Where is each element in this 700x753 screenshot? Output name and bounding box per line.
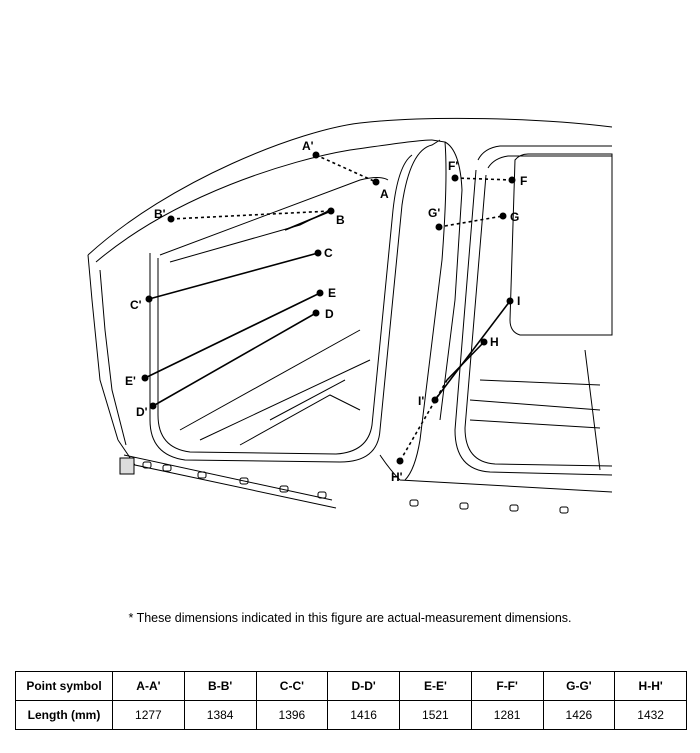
label-b-prime: B' — [154, 207, 166, 221]
column-header: C-C' — [255, 671, 329, 701]
label-i: I — [517, 294, 520, 308]
point-h-prime — [396, 457, 404, 465]
label-h: H — [490, 335, 499, 349]
measurement-lines — [144, 154, 513, 462]
label-c: C — [324, 246, 333, 260]
point-f-prime — [451, 174, 459, 182]
label-b: B — [336, 213, 345, 227]
column-header: G-G' — [542, 671, 616, 701]
point-i-prime — [431, 396, 439, 404]
table-cell: 1384 — [183, 700, 257, 730]
point-e — [316, 289, 324, 297]
label-e: E — [328, 286, 336, 300]
column-header: A-A' — [112, 671, 185, 701]
column-header: H-H' — [614, 671, 687, 701]
column-header: E-E' — [399, 671, 472, 701]
label-i-prime: I' — [418, 394, 424, 408]
point-a-prime — [312, 151, 320, 159]
column-header: F-F' — [470, 671, 544, 701]
point-i — [506, 297, 514, 305]
table-cell: 1426 — [542, 700, 616, 730]
point-c-prime — [145, 295, 153, 303]
point-b — [327, 207, 335, 215]
label-a-prime: A' — [302, 139, 314, 153]
point-b-prime — [167, 215, 175, 223]
label-g-prime: G' — [428, 206, 440, 220]
point-labels: A' A B' B C C' E E' D D' F' F G' G I H I… — [125, 139, 527, 484]
point-c — [314, 249, 322, 257]
dimension-table: Point symbol A-A' B-B' C-C' D-D' E-E' F-… — [15, 671, 687, 730]
measurement-points — [141, 151, 516, 465]
point-e-prime — [141, 374, 149, 382]
table-row: Length (mm) 1277 1384 1396 1416 1521 128… — [15, 700, 687, 730]
label-h-prime: H' — [391, 470, 403, 484]
label-d: D — [325, 307, 334, 321]
point-f — [508, 176, 516, 184]
label-e-prime: E' — [125, 374, 136, 388]
point-a — [372, 178, 380, 186]
label-f: F — [520, 174, 527, 188]
table-cell: 1277 — [112, 700, 185, 730]
label-g: G — [510, 210, 519, 224]
table-cell: 1432 — [614, 700, 687, 730]
measurement-note: * These dimensions indicated in this fig… — [128, 611, 572, 625]
table-row-header: Point symbol — [15, 671, 113, 701]
point-g-prime — [435, 223, 443, 231]
table-row: Point symbol A-A' B-B' C-C' D-D' E-E' F-… — [15, 671, 687, 701]
sill-holes — [119, 457, 569, 514]
table-cell: 1396 — [255, 700, 329, 730]
label-c-prime: C' — [130, 298, 142, 312]
table-row-header: Length (mm) — [15, 700, 113, 730]
column-header: B-B' — [183, 671, 257, 701]
label-a: A — [380, 187, 389, 201]
body-outline — [87, 117, 613, 509]
table-cell: 1416 — [327, 700, 400, 730]
label-f-prime: F' — [448, 159, 458, 173]
table-cell: 1521 — [399, 700, 472, 730]
body-side-diagram: A' A B' B C C' E E' D D' F' F G' G I H I… — [87, 117, 613, 514]
point-g — [499, 212, 507, 220]
column-header: D-D' — [327, 671, 400, 701]
point-d — [312, 309, 320, 317]
label-d-prime: D' — [136, 405, 148, 419]
table-cell: 1281 — [470, 700, 544, 730]
point-d-prime — [149, 402, 157, 410]
point-h — [480, 338, 488, 346]
